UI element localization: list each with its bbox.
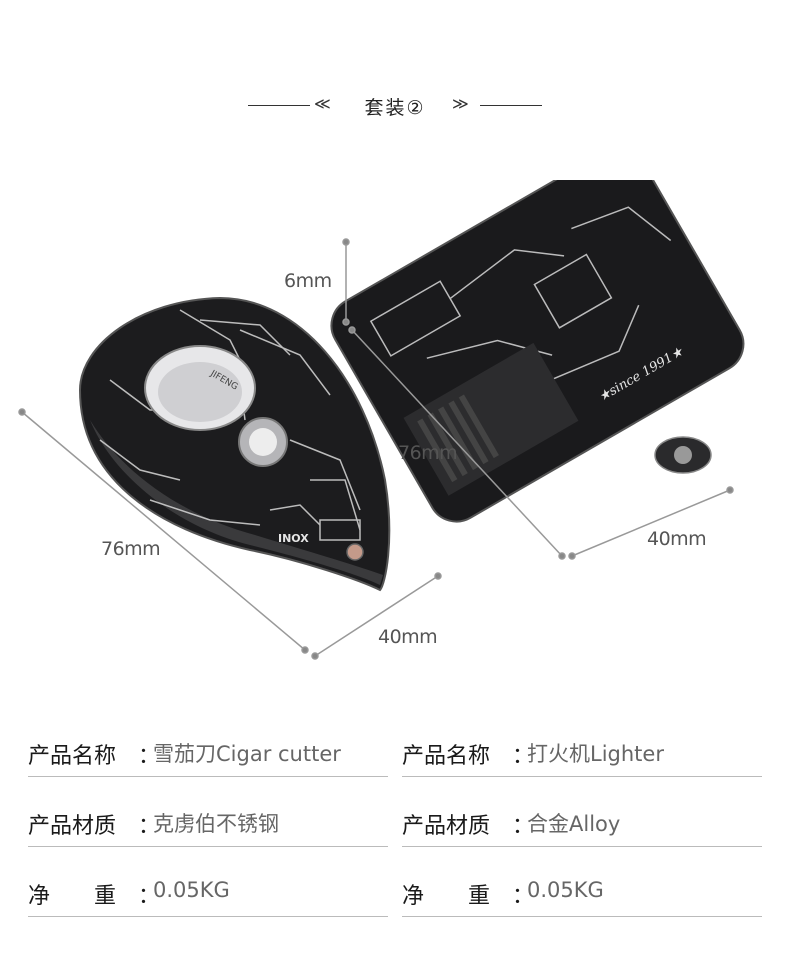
cutter-length-label: 76mm: [101, 538, 161, 560]
spec-row-lighter-material: 产品材质 ： 合金Alloy: [402, 790, 762, 847]
spec-row-cutter-material: 产品材质 ： 克虏伯不锈钢: [28, 790, 388, 847]
spec-value: 0.05KG: [153, 878, 230, 902]
spec-row-cutter-name: 产品名称 ： 雪茄刀Cigar cutter: [28, 720, 388, 777]
spec-value: 雪茄刀Cigar cutter: [153, 742, 341, 766]
spec-value: 0.05KG: [527, 878, 604, 902]
spec-row-cutter-weight: 净 重 ： 0.05KG: [28, 860, 388, 917]
spec-label: 净 重: [28, 884, 117, 909]
spec-colon: ：: [138, 744, 161, 769]
lighter-image: ★since 1991★: [330, 180, 745, 523]
cigar-cutter-image: JIFENG INOX: [78, 296, 391, 592]
spec-value: 打火机Lighter: [527, 742, 664, 766]
spec-row-lighter-name: 产品名称 ： 打火机Lighter: [402, 720, 762, 777]
product-illustration: JIFENG INOX ★since 1991★: [18, 180, 745, 660]
header-line-right: [480, 105, 542, 106]
spec-row-lighter-weight: 净 重 ： 0.05KG: [402, 860, 762, 917]
spec-colon: ：: [512, 884, 535, 909]
section-title: 套装②: [364, 97, 426, 119]
header-line-left: [248, 105, 310, 106]
spec-colon: ：: [512, 744, 535, 769]
chevron-right-icon: ≫: [452, 94, 469, 113]
section-header: ≪ 套装② ≫: [0, 88, 790, 124]
dimension-lines: [18, 238, 734, 660]
spec-colon: ：: [138, 884, 161, 909]
chevron-left-icon: ≪: [314, 94, 331, 113]
spec-label: 产品材质: [402, 814, 491, 839]
spec-colon: ：: [512, 814, 535, 839]
spec-label: 产品名称: [402, 744, 491, 769]
lighter-width-label: 40mm: [647, 528, 707, 550]
spec-value: 合金Alloy: [527, 812, 621, 836]
lighter-length-label: 76mm: [398, 442, 458, 464]
spec-colon: ：: [138, 814, 161, 839]
cutter-inox-text: INOX: [278, 532, 309, 545]
spec-label: 净 重: [402, 884, 491, 909]
lighter-thickness-label: 6mm: [284, 270, 332, 292]
spec-value: 克虏伯不锈钢: [153, 812, 279, 836]
spec-label: 产品名称: [28, 744, 117, 769]
spec-label: 产品材质: [28, 814, 117, 839]
cutter-width-label: 40mm: [378, 626, 438, 648]
